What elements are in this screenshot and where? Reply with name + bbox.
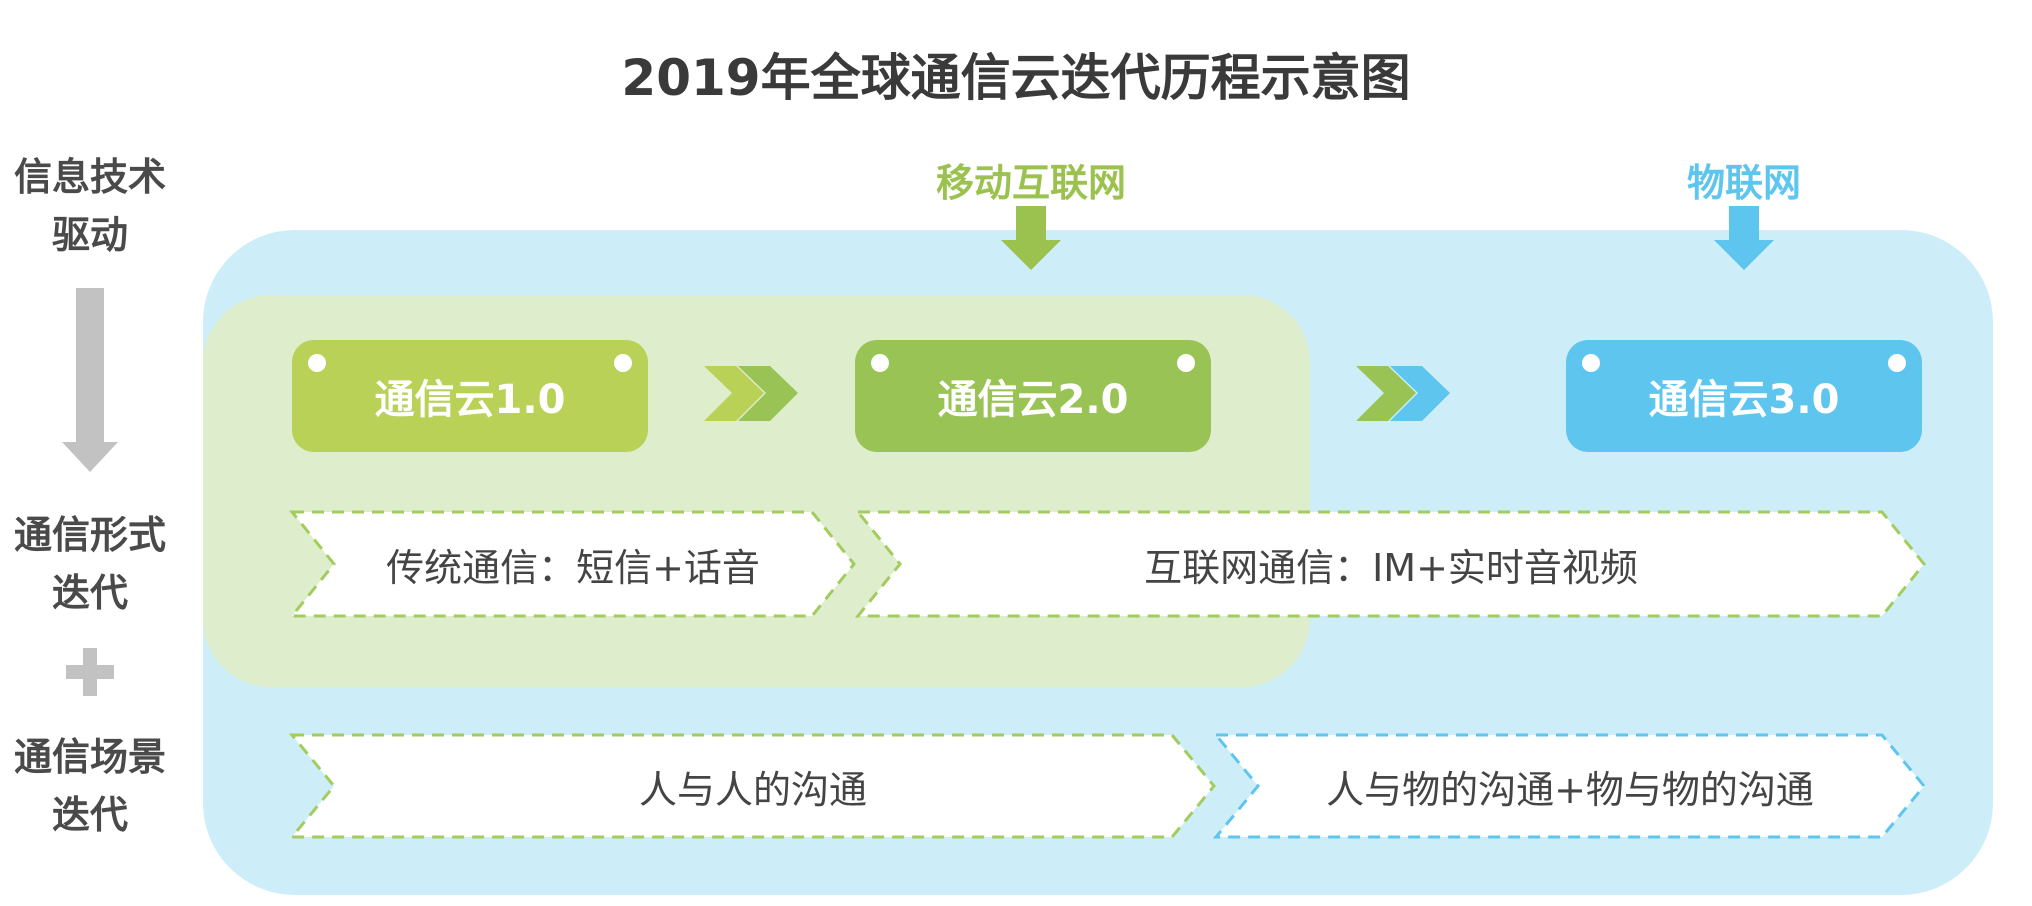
diagram-title: 2019年全球通信云迭代历程示意图 <box>621 49 1411 107</box>
tech-marker-iot: 物联网 <box>1686 161 1801 205</box>
version-box-2: 通信云2.0 <box>855 340 1211 452</box>
version-label-3: 通信云3.0 <box>1648 377 1840 423</box>
comm-form-band-2 <box>854 510 1926 618</box>
side-label-comm-form: 通信形式 迭代 <box>0 506 180 622</box>
comm-scene-label-2: 人与物的沟通+物与物的沟通 <box>1326 767 1814 812</box>
rivet-icon <box>614 354 632 372</box>
side-label-comm-form-line2: 迭代 <box>51 571 128 615</box>
comm-form-band-1 <box>288 510 856 618</box>
version-box-3: 通信云3.0 <box>1566 340 1922 452</box>
chevron-right-icon-1 <box>704 366 798 421</box>
rivet-icon <box>308 354 326 372</box>
rivet-icon <box>871 354 889 372</box>
down-arrow-icon <box>62 288 118 472</box>
rivet-icon <box>1582 354 1600 372</box>
side-label-comm-form-line1: 通信形式 <box>13 513 166 557</box>
side-label-comm-scene-line2: 迭代 <box>51 793 128 837</box>
iot-down-arrow-icon <box>1714 206 1774 270</box>
comm-form-label-2: 互联网通信：IM+实时音视频 <box>1144 545 1638 590</box>
version-label-2: 通信云2.0 <box>937 377 1129 423</box>
side-label-tech-driver: 信息技术 驱动 <box>0 148 180 264</box>
version-label-1: 通信云1.0 <box>374 377 566 423</box>
comm-form-label-1: 传统通信：短信+话音 <box>386 545 760 590</box>
comm-scene-band-2 <box>1212 733 1926 839</box>
comm-scene-label-1: 人与人的沟通 <box>638 767 867 812</box>
side-label-comm-scene-line1: 通信场景 <box>13 735 166 779</box>
side-label-tech-driver-line2: 驱动 <box>51 213 128 257</box>
mobile-internet-down-arrow-icon <box>1001 206 1061 270</box>
version-box-1: 通信云1.0 <box>292 340 648 452</box>
side-label-tech-driver-line1: 信息技术 <box>13 155 166 199</box>
rivet-icon <box>1888 354 1906 372</box>
comm-scene-band-1 <box>288 733 1216 839</box>
side-label-comm-scene: 通信场景 迭代 <box>0 728 180 844</box>
rivet-icon <box>1177 354 1195 372</box>
chevron-right-icon-2 <box>1356 366 1450 421</box>
plus-icon <box>66 648 114 696</box>
tech-marker-mobile-internet: 移动互联网 <box>935 161 1126 205</box>
